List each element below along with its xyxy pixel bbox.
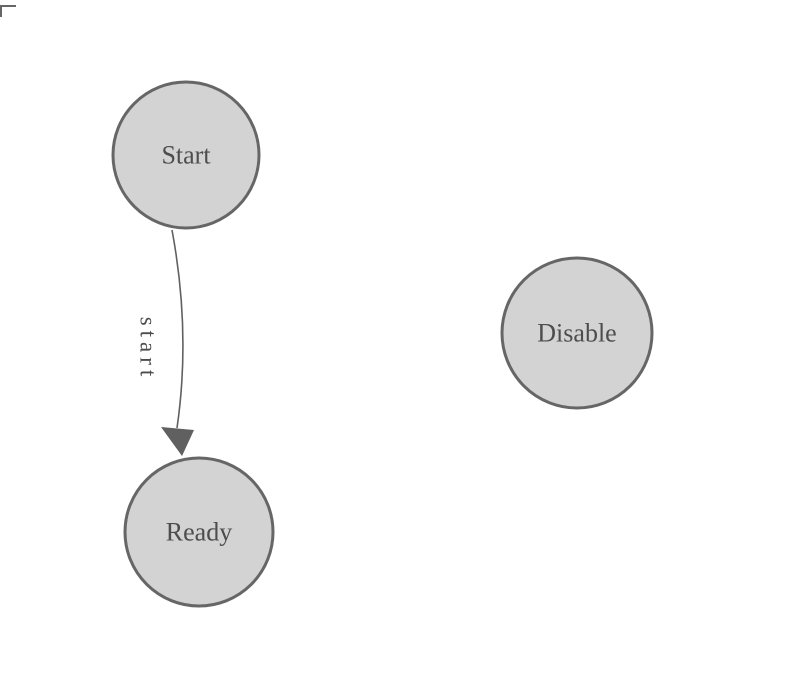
canvas-corner-marker [0,5,16,17]
state-circle-disable[interactable] [500,256,654,410]
state-node-ready[interactable]: Ready [123,456,275,608]
transition-edge-start-ready[interactable]: start [136,229,195,456]
edge-curve[interactable] [171,229,184,429]
state-circle-start[interactable] [111,80,261,230]
state-circle-ready[interactable] [123,456,275,608]
edge-label[interactable]: start [136,317,161,382]
arrowhead-icon [161,427,194,456]
state-node-disable[interactable]: Disable [500,256,654,410]
state-node-start[interactable]: Start [111,80,261,230]
